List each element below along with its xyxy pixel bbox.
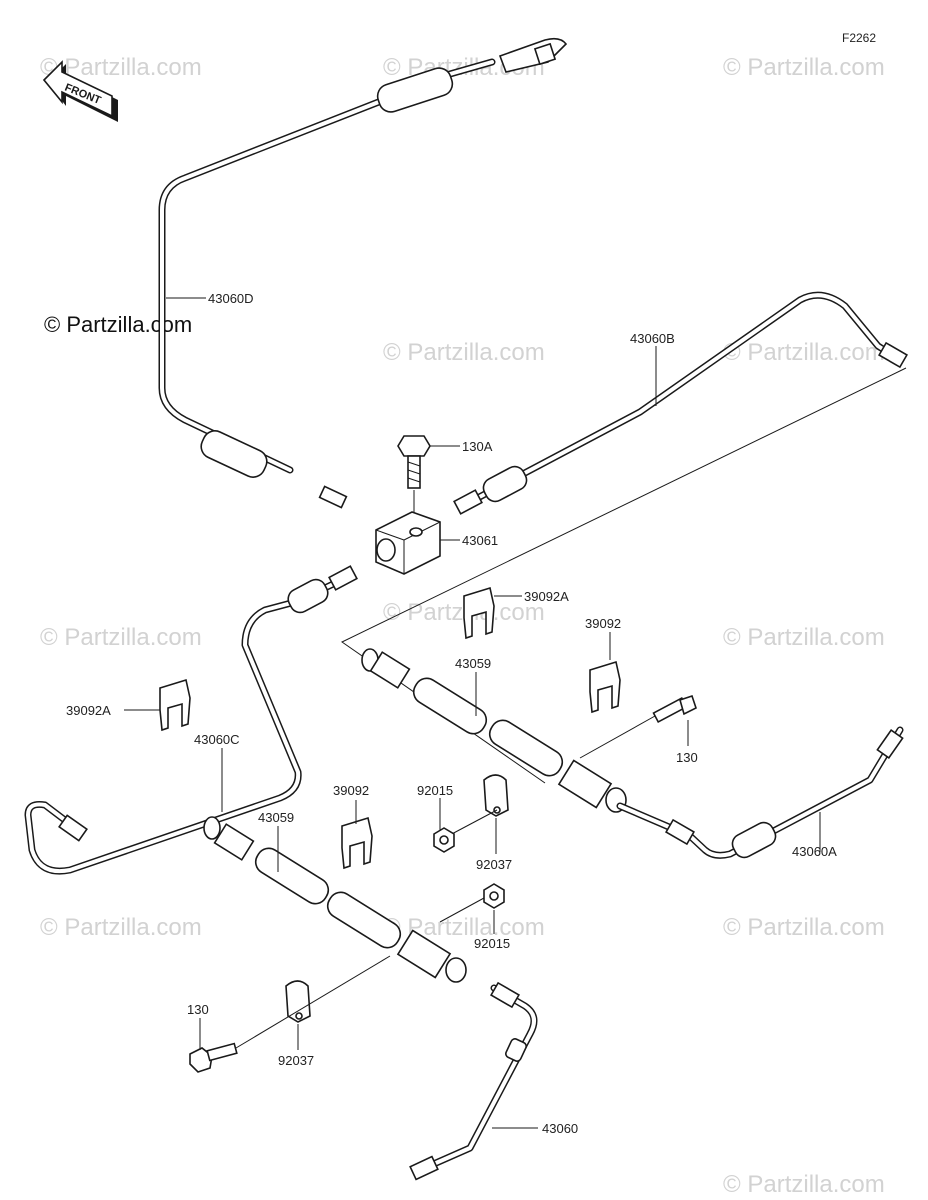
- watermark: © Partzilla.com: [383, 914, 545, 941]
- callout-43060B: 43060B: [630, 331, 675, 346]
- brake-hose-43059-left: [203, 816, 467, 983]
- nut-92015-low-hole: [489, 891, 499, 901]
- reference-line: [341, 367, 907, 784]
- leader-lines: [124, 297, 821, 1129]
- callout-43060D: 43060D: [208, 291, 254, 306]
- callout-43060A: 43060A: [792, 844, 837, 859]
- watermark: © Partzilla.com: [40, 624, 202, 651]
- brake-pipe-43060D: [158, 37, 568, 509]
- bolt-130A: [397, 435, 431, 540]
- nut-92015-mid-hole: [439, 835, 449, 845]
- watermark: © Partzilla.com: [723, 914, 885, 941]
- callout-39092A-left: 39092A: [66, 703, 111, 718]
- callout-130-right: 130: [676, 750, 698, 765]
- brake-pipe-43060C: [24, 565, 358, 875]
- callout-43060: 43060: [542, 1121, 578, 1136]
- watermark: © Partzilla.com: [723, 1171, 885, 1198]
- clip-39092-top: [589, 660, 621, 714]
- callout-43061: 43061: [462, 533, 498, 548]
- callout-layer: 43060D 43060B 130A 43061 39092A 39092 43…: [66, 291, 837, 1136]
- brake-pipe-43060B: [453, 291, 908, 515]
- brake-hose-43059-right: [361, 648, 627, 813]
- bolt-130-low: [189, 955, 391, 1073]
- clamp-92037-low: [285, 980, 311, 1023]
- watermark: © Partzilla.com: [40, 914, 202, 941]
- watermark: © Partzilla.com: [383, 339, 545, 366]
- brake-junction-43061: [375, 511, 441, 575]
- callout-43060C: 43060C: [194, 732, 240, 747]
- clip-39092A-left: [159, 678, 191, 732]
- bolt-130-right: [579, 694, 697, 759]
- figure-code: F2262: [842, 31, 876, 45]
- callout-39092A-top: 39092A: [524, 589, 569, 604]
- callout-39092-top: 39092: [585, 616, 621, 631]
- callout-43059-left: 43059: [258, 810, 294, 825]
- callout-43059-right: 43059: [455, 656, 491, 671]
- copyright-notice: © Partzilla.com: [44, 312, 192, 337]
- leader-line: [439, 897, 485, 923]
- clip-39092-mid: [341, 816, 373, 870]
- callout-130-low: 130: [187, 1002, 209, 1017]
- callout-92037-mid: 92037: [476, 857, 512, 872]
- brake-pipe-43060A: [616, 726, 904, 859]
- watermark: © Partzilla.com: [723, 339, 885, 366]
- clip-39092A-top: [463, 586, 495, 640]
- callout-39092-mid: 39092: [333, 783, 369, 798]
- callout-92037-low: 92037: [278, 1053, 314, 1068]
- watermark: © Partzilla.com: [723, 624, 885, 651]
- brake-pipe-43060: [409, 981, 538, 1181]
- callout-92015-mid: 92015: [417, 783, 453, 798]
- callout-130A: 130A: [462, 439, 493, 454]
- callout-92015-low: 92015: [474, 936, 510, 951]
- watermark-layer: © Partzilla.com © Partzilla.com © Partzi…: [40, 54, 885, 1198]
- watermark: © Partzilla.com: [723, 54, 885, 81]
- clamp-92037-mid: [447, 774, 509, 837]
